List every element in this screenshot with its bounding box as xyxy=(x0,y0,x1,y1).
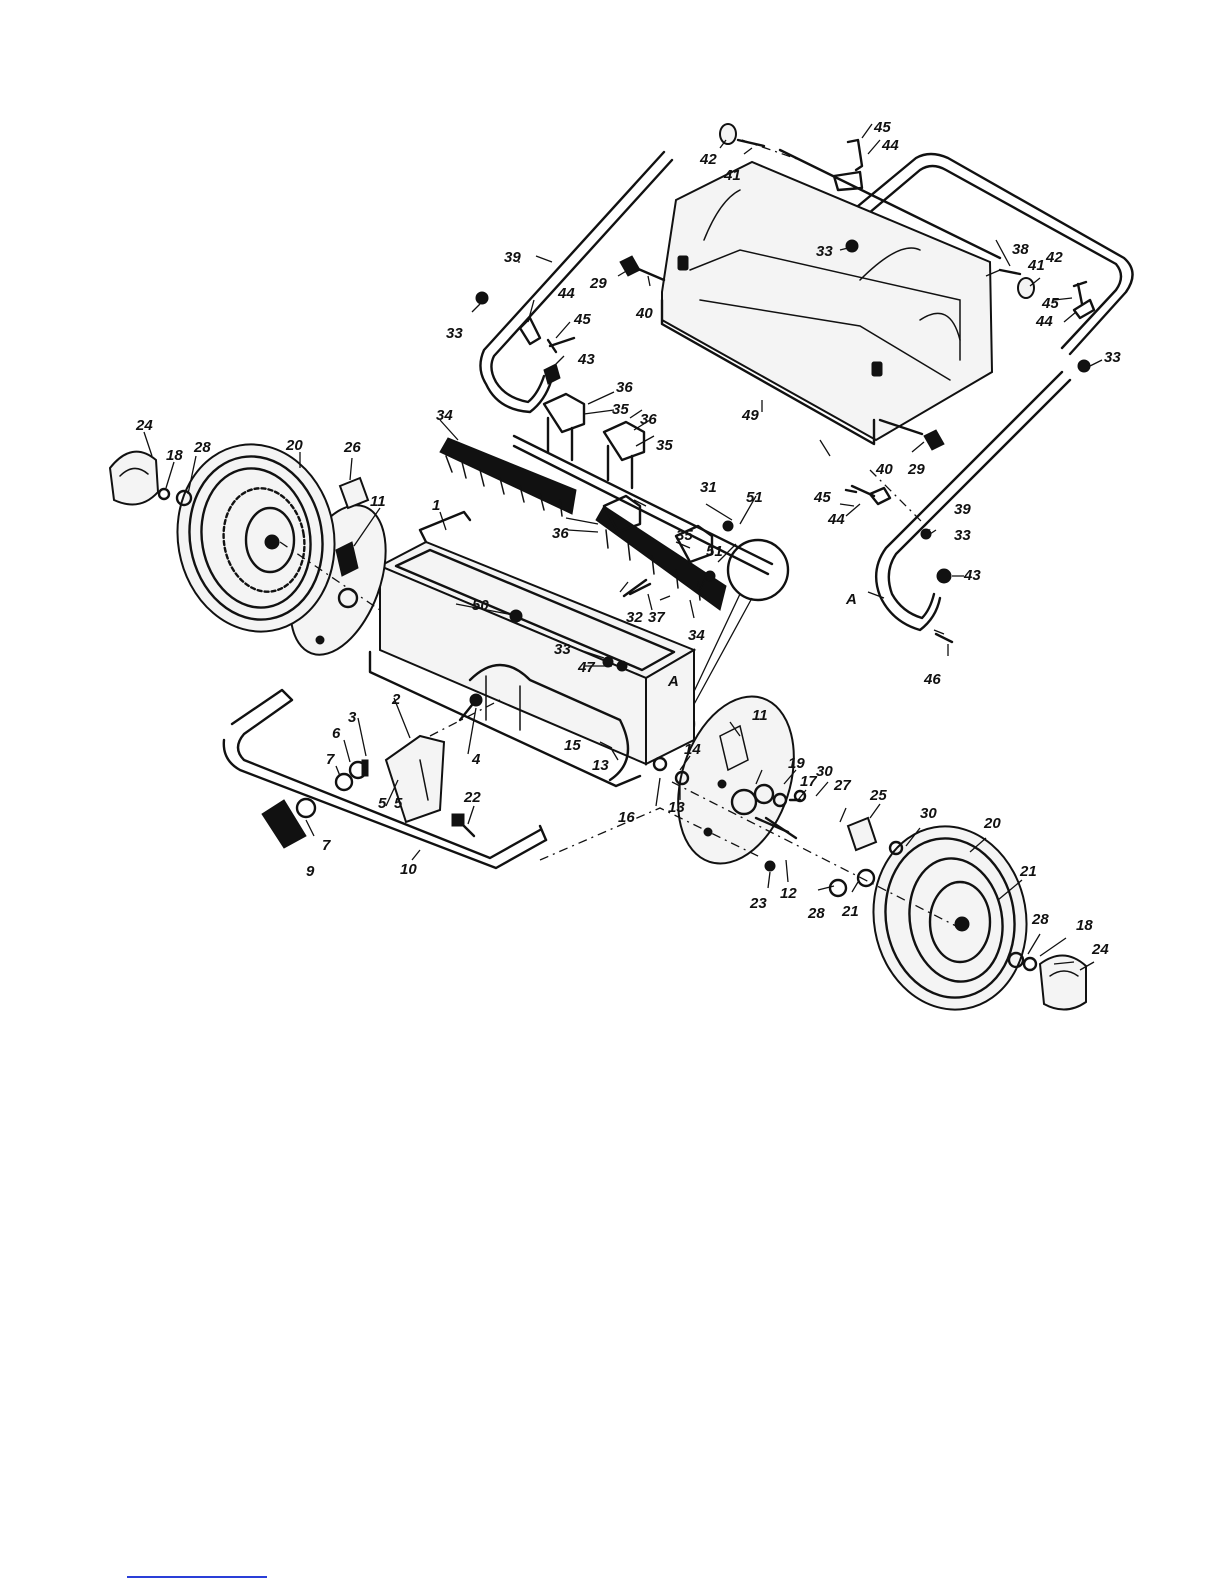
callout-21a: 21 xyxy=(1019,863,1037,880)
callout-43-lower: 43 xyxy=(963,567,981,584)
callout-9: 9 xyxy=(306,863,315,880)
callout-14: 14 xyxy=(684,741,701,758)
callout-29-upper: 29 xyxy=(589,275,607,292)
callout-36a: 36 xyxy=(616,379,633,396)
callout-5a: 5 xyxy=(378,795,387,812)
callout-39-lower: 39 xyxy=(954,501,971,518)
callout-12: 12 xyxy=(780,885,797,902)
callout-47: 47 xyxy=(577,659,595,676)
callout-29-lower: 29 xyxy=(907,461,925,478)
callout-2: 2 xyxy=(391,691,401,708)
callout-7b: 7 xyxy=(322,837,331,854)
callout-33-handle: 33 xyxy=(954,527,971,544)
callout-45-upper-left: 45 xyxy=(573,311,591,328)
callout-34-right: 34 xyxy=(688,627,705,644)
callout-40-lower: 40 xyxy=(875,461,893,478)
callout-10: 10 xyxy=(400,861,417,878)
callout-18-right: 18 xyxy=(1076,917,1093,934)
callout-5b: 5 xyxy=(394,795,403,812)
callout-33-upper-mid: 33 xyxy=(816,243,833,260)
callout-39-upper: 39 xyxy=(504,249,521,266)
callout-35b: 35 xyxy=(656,437,673,454)
callout-33-housing: 33 xyxy=(554,641,571,658)
callout-33-upper-left: 33 xyxy=(446,325,463,342)
callout-45-lower: 45 xyxy=(813,489,831,506)
callout-49: 49 xyxy=(741,407,759,424)
callout-A-housing: A xyxy=(667,673,679,690)
callout-50: 50 xyxy=(472,597,489,614)
callout-44-upper-right: 44 xyxy=(881,137,899,154)
callout-A-handle: A xyxy=(845,591,857,608)
callout-28-mid: 28 xyxy=(807,905,825,922)
brush-left xyxy=(440,438,576,516)
callout-44-upper-left: 44 xyxy=(557,285,575,302)
callout-24-right: 24 xyxy=(1091,941,1109,958)
callout-42-upper: 42 xyxy=(699,151,717,168)
left-handle-tube xyxy=(480,152,672,412)
callout-46: 46 xyxy=(923,671,941,688)
callout-24-left: 24 xyxy=(135,417,153,434)
callout-35a: 35 xyxy=(612,401,629,418)
footer-link-underline xyxy=(127,1576,267,1578)
callout-17: 17 xyxy=(800,773,817,790)
callout-37: 37 xyxy=(648,609,665,626)
callout-6: 6 xyxy=(332,725,341,742)
callout-33-right: 33 xyxy=(1104,349,1121,366)
callout-20-left: 20 xyxy=(285,437,303,454)
callout-44-right: 44 xyxy=(1035,313,1053,330)
callout-25: 25 xyxy=(869,787,887,804)
callout-30a: 30 xyxy=(816,763,833,780)
callout-41-upper: 41 xyxy=(723,167,741,184)
callout-42-right: 42 xyxy=(1045,249,1063,266)
callout-16: 16 xyxy=(618,809,635,826)
callout-45-upper-right: 45 xyxy=(873,119,891,136)
callout-44-lower: 44 xyxy=(827,511,845,528)
callout-22: 22 xyxy=(463,789,481,806)
callout-41-right: 41 xyxy=(1027,257,1045,274)
callout-36b: 36 xyxy=(640,411,657,428)
callout-19: 19 xyxy=(788,755,805,772)
callout-51-upper: 51 xyxy=(746,489,763,506)
callout-27: 27 xyxy=(833,777,851,794)
callout-18-left: 18 xyxy=(166,447,183,464)
callout-38: 38 xyxy=(1012,241,1029,258)
callout-1: 1 xyxy=(432,497,440,514)
callout-30b: 30 xyxy=(920,805,937,822)
hopper-bag xyxy=(662,150,1000,444)
wheel-right xyxy=(859,814,1041,1022)
lower-handle-bar xyxy=(224,690,546,868)
callout-11-left: 11 xyxy=(370,493,386,510)
callout-15: 15 xyxy=(564,737,581,754)
callout-28-left: 28 xyxy=(193,439,211,456)
callout-43-upper: 43 xyxy=(577,351,595,368)
callout-3: 3 xyxy=(348,709,357,726)
callout-21b: 21 xyxy=(841,903,859,920)
callout-4: 4 xyxy=(471,751,481,768)
callout-11-right: 11 xyxy=(752,707,768,724)
callout-7a: 7 xyxy=(326,751,335,768)
callout-20-right: 20 xyxy=(983,815,1001,832)
callout-34-left: 34 xyxy=(436,407,453,424)
callout-32: 32 xyxy=(626,609,643,626)
callout-13a: 13 xyxy=(592,757,609,774)
callout-36c: 36 xyxy=(552,525,569,542)
callout-35c: 35 xyxy=(676,527,693,544)
callout-26: 26 xyxy=(343,439,361,456)
callout-40-upper: 40 xyxy=(635,305,653,322)
callout-13b: 13 xyxy=(668,799,685,816)
callout-45-right: 45 xyxy=(1041,295,1059,312)
callout-23: 23 xyxy=(749,895,767,912)
callout-31: 31 xyxy=(700,479,717,496)
callout-51-lower: 51 xyxy=(706,543,723,560)
callout-28-right: 28 xyxy=(1031,911,1049,928)
